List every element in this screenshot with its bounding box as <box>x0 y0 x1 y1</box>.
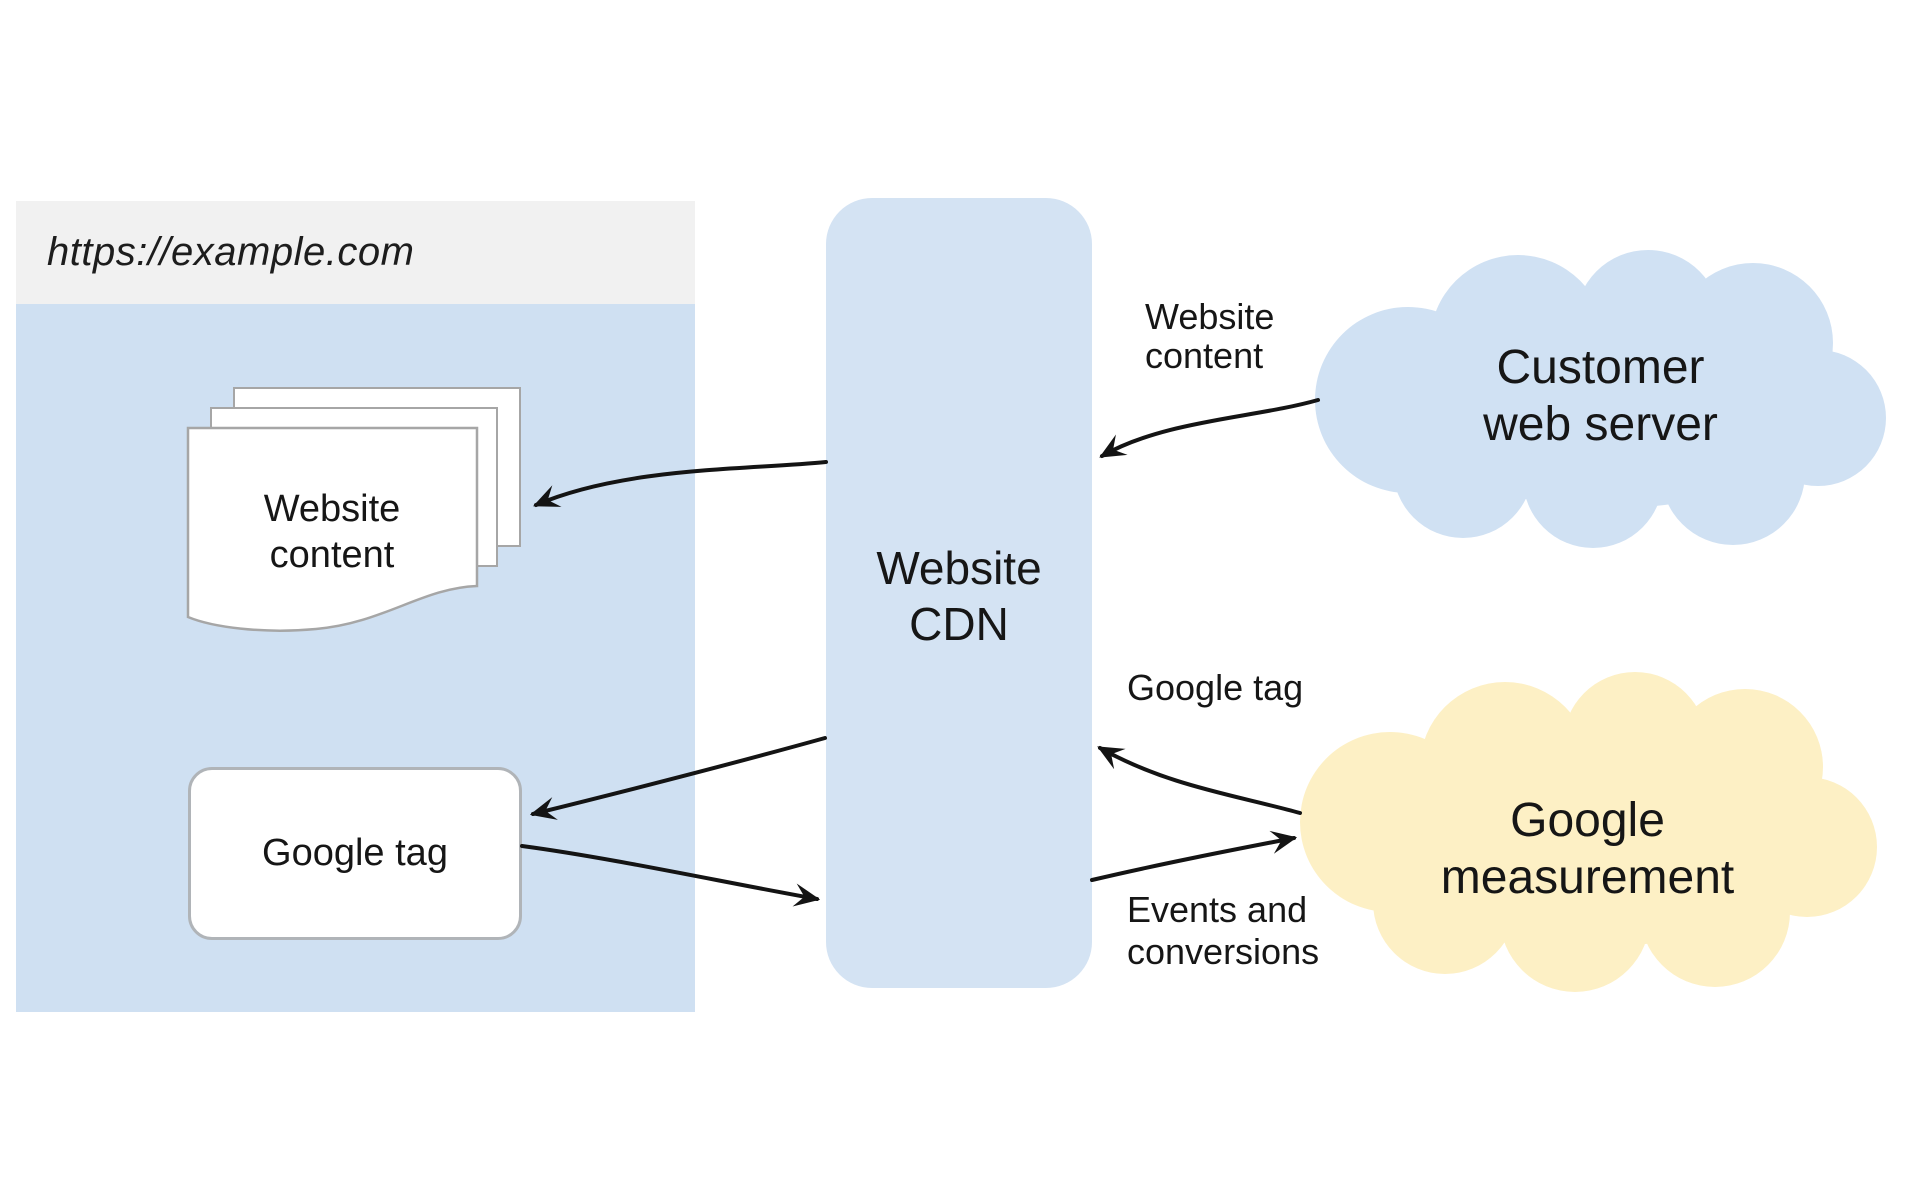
document-icon <box>186 426 479 632</box>
google-tag-box: Google tag <box>188 767 522 940</box>
document-page-shape <box>186 426 479 632</box>
edge-label-events-conversions: Events and conversions <box>1127 889 1320 972</box>
measurement-cloud-label: Google measurement <box>1440 794 1735 904</box>
google-tag-box-label: Google tag <box>262 832 448 874</box>
arrow-server-to-cdn <box>1099 398 1320 458</box>
browser-url-text: https://example.com <box>47 230 415 274</box>
arrow-cdn-to-measurement <box>1090 830 1298 882</box>
edge-label-google-tag: Google tag <box>1127 667 1304 708</box>
cdn-pillar <box>826 198 1092 988</box>
cdn-label: Website CDN <box>876 542 1042 650</box>
customer-cloud-label: Customer web server <box>1483 341 1718 451</box>
customer-cloud-shape <box>1315 250 1886 548</box>
customer-web-server-cloud <box>1315 250 1886 548</box>
arrow-measurement-to-cdn <box>1097 746 1302 815</box>
pages-stack-label: Website content <box>263 488 401 576</box>
browser-titlebar: https://example.com <box>16 201 695 304</box>
google-measurement-cloud <box>1300 672 1877 992</box>
edge-label-website-content: Website content <box>1145 296 1275 376</box>
measurement-cloud-shape <box>1300 672 1877 992</box>
